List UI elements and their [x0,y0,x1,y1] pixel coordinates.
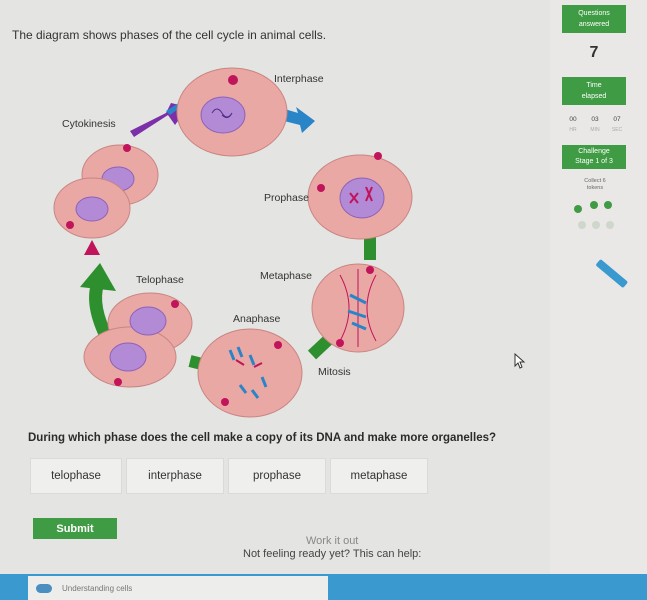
questions-label-1: Questions [578,10,610,17]
time-elapsed-badge: Time elapsed [562,77,626,105]
label-interphase: Interphase [274,73,324,85]
answer-telophase[interactable]: telophase [30,458,122,494]
timer-minutes: 03 MIN [586,116,604,133]
token-dot [578,221,586,229]
token-dot [604,201,612,209]
questions-answered-count: 7 [589,44,599,61]
time-label-1: Time [586,82,602,89]
cell-prophase [307,152,413,240]
time-label-2: elapsed [581,93,607,100]
token-tracker [574,201,614,231]
answer-interphase[interactable]: interphase [126,458,224,494]
timer-seconds-unit: SEC [611,127,623,133]
help-card-label: Understanding cells [62,583,133,593]
label-mitosis: Mitosis [318,366,351,378]
cell-anaphase [197,328,303,418]
cell-metaphase [311,263,405,353]
timer-minutes-value: 03 [591,116,599,123]
timer-seconds-value: 07 [613,116,621,123]
challenge-label: Challenge [578,148,610,155]
label-metaphase: Metaphase [260,270,312,282]
label-cytokinesis: Cytokinesis [62,118,116,130]
collect-line-1: Collect 6 [584,178,606,184]
help-card-understanding-cells[interactable]: Understanding cells [28,576,328,600]
mouse-cursor-icon [514,353,526,369]
timer: 00 HR 03 MIN 07 SEC [564,116,626,133]
stage-label: Stage 1 of 3 [575,158,613,165]
token-dot [592,221,600,229]
challenge-badge: Challenge Stage 1 of 3 [562,145,626,169]
cell-interphase [176,67,288,157]
collect-tokens-text: Collect 6 tokens [564,178,626,192]
collect-line-2: tokens [586,185,604,191]
timer-seconds: 07 SEC [608,116,626,133]
help-text: Not feeling ready yet? This can help: [243,548,422,560]
answer-prophase[interactable]: prophase [228,458,326,494]
question-intro: The diagram shows phases of the cell cyc… [12,28,327,42]
answer-metaphase[interactable]: metaphase [330,458,428,494]
submit-button[interactable]: Submit [33,518,117,539]
questions-label-2: answered [578,21,610,28]
timer-hours: 00 HR [564,116,582,133]
green-arrow-head [80,263,116,291]
answer-options: telophase interphase prophase metaphase [30,458,450,498]
timer-hours-unit: HR [569,127,577,133]
question-prompt: During which phase does the cell make a … [28,432,497,444]
label-prophase: Prophase [264,192,309,204]
question-panel: The diagram shows phases of the cell cyc… [12,28,497,560]
magenta-arrow [84,240,100,255]
green-arc-anaphase-mitosis [307,335,333,360]
label-anaphase: Anaphase [233,313,280,325]
cell-cycle-diagram: Interphase Cytokinesis Prophase Telophas… [53,67,413,418]
cell-cytokinesis [53,144,159,239]
token-dot [574,205,582,213]
work-it-out-link[interactable]: Work it out [306,535,359,547]
timer-hours-value: 00 [569,116,577,123]
questions-answered-badge: Questions answered [562,5,626,33]
label-telophase: Telophase [136,274,184,286]
resource-icon [36,583,52,593]
token-dot [590,201,598,209]
cell-telophase [83,292,193,388]
token-dot [606,221,614,229]
timer-minutes-unit: MIN [590,127,600,133]
